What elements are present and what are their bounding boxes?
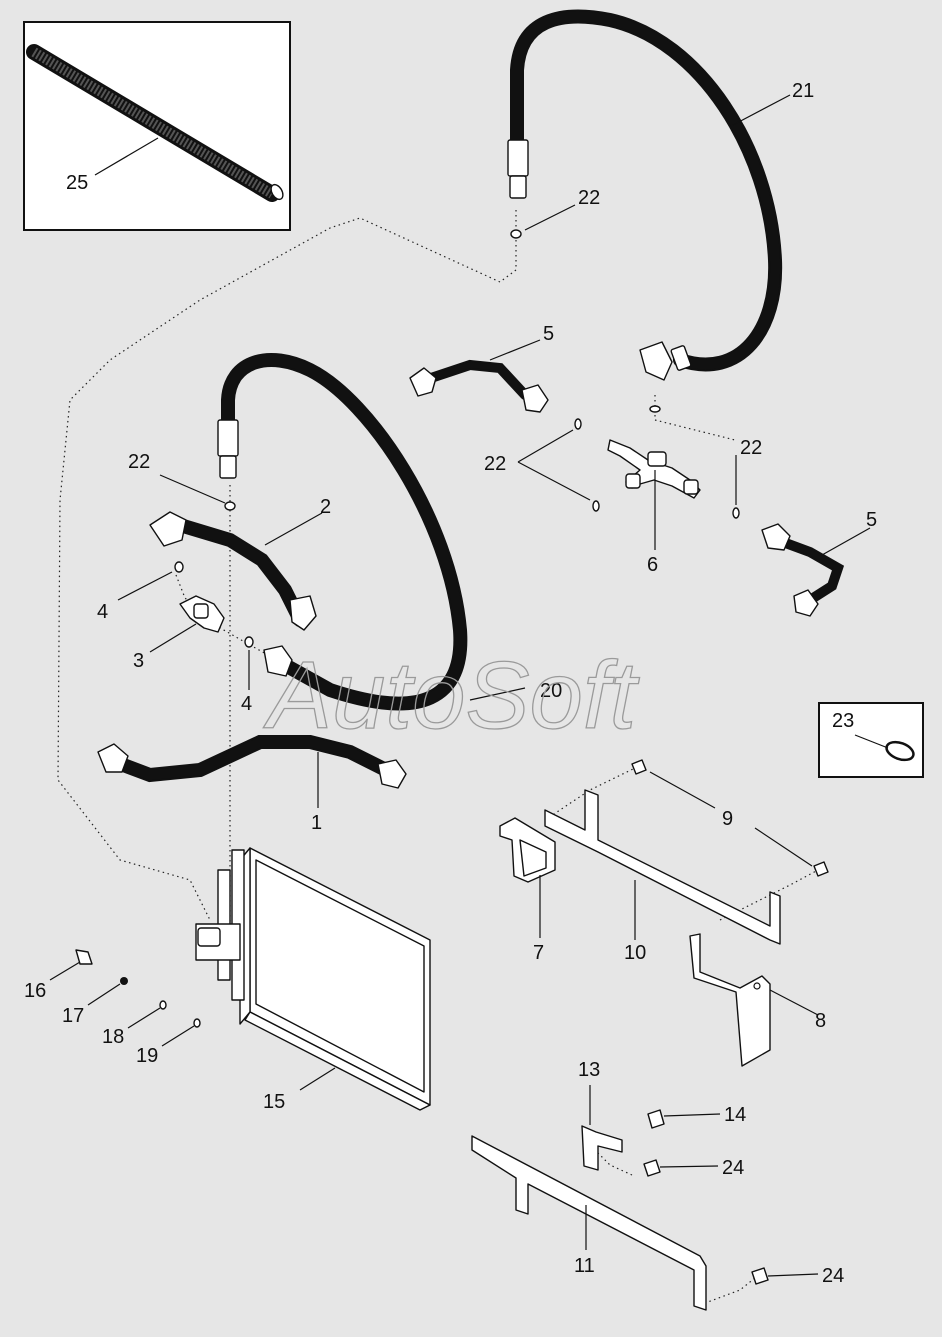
callout-10: 10 [624,942,646,964]
bracket-8: 8 [689,933,826,1067]
watermark: AutoSoft [263,642,640,749]
o-ring-22-a [574,418,582,430]
callout-21: 21 [792,80,814,102]
callout-4-bottom: 4 [241,693,252,715]
callout-24-top: 24 [722,1157,744,1179]
callout-22-top: 22 [578,187,600,209]
callout-8: 8 [815,1010,826,1032]
bracket-13: 13 [578,1059,623,1171]
callout-22-mid: 22 [484,453,506,475]
small-parts-16-19: 16 17 18 19 [24,949,201,1067]
cross-fitting-6: 6 [607,439,701,576]
callout-4-top: 4 [97,601,108,623]
hose-1: 1 [97,735,407,834]
o-ring-4-top [174,561,184,573]
callout-16: 16 [24,980,46,1002]
clip-14: 14 [647,1104,746,1129]
o-ring-22-left [224,501,236,511]
callout-15: 15 [263,1091,285,1113]
callout-24-bottom: 24 [822,1265,844,1287]
callout-3: 3 [133,650,144,672]
condenser-15: 15 [195,847,431,1113]
bracket-11: 11 [471,1135,707,1311]
callout-17: 17 [62,1005,84,1027]
hose-21: 21 [507,9,814,381]
hose-20: 20 [217,353,562,711]
bolts-9: 9 [631,759,829,877]
callout-25: 25 [66,172,88,194]
callout-2: 2 [320,496,331,518]
callout-9: 9 [722,808,733,830]
bracket-10: 10 [544,789,781,964]
callout-13: 13 [578,1059,600,1081]
valve-3: 3 [133,595,225,672]
clamp-23 [885,740,915,762]
callout-22-right: 22 [740,437,762,459]
inset-box-23: 23 [818,702,924,778]
callout-6: 6 [647,554,658,576]
callout-18: 18 [102,1026,124,1048]
hose-2: 2 [149,496,331,631]
callout-14: 14 [724,1104,746,1126]
inset-box-25: 25 [23,21,291,231]
pipe-5-top: 5 [409,323,554,413]
o-ring-22-b [592,500,600,512]
corrugated-sleeve-25 [26,44,284,202]
callout-5-right: 5 [866,509,877,531]
callout-7: 7 [533,942,544,964]
callout-19: 19 [136,1045,158,1067]
callout-22-left: 22 [128,451,150,473]
bracket-7: 7 [499,817,556,964]
callout-5-top: 5 [543,323,554,345]
o-ring-22-top [510,229,522,239]
callout-20: 20 [540,680,562,702]
o-ring-22-c [649,405,661,413]
callout-23: 23 [832,710,854,732]
bolts-24: 24 24 [643,1157,844,1287]
callout-11: 11 [574,1255,595,1277]
o-ring-22-d [732,507,740,519]
o-ring-4-bottom [244,636,254,648]
pipe-5-right: 5 [761,509,877,617]
callout-1: 1 [311,812,322,834]
